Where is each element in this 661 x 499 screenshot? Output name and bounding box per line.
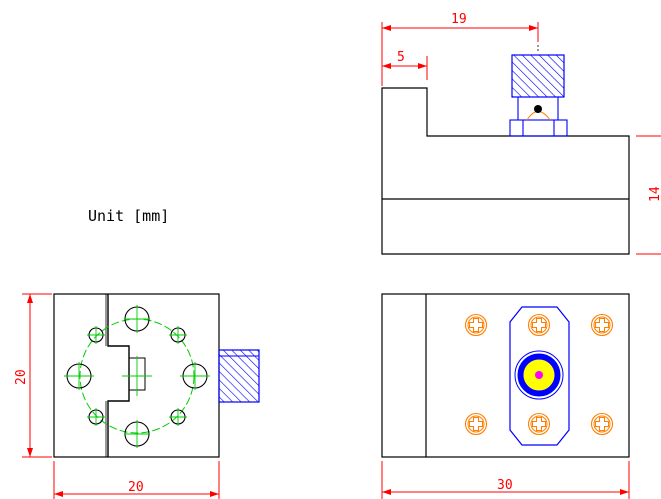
dimension-label-5: 5 xyxy=(397,50,405,65)
dimension-label-14: 14 xyxy=(648,186,661,202)
dimension-top-step: 5 xyxy=(382,50,428,80)
dimension-label-20-vertical: 20 xyxy=(14,369,29,385)
connector-pin xyxy=(514,350,564,400)
side-connector xyxy=(509,45,568,137)
dimension-top-width: 19 xyxy=(381,12,539,86)
front-connector xyxy=(218,349,260,403)
unit-note: Unit [mm] xyxy=(88,207,169,225)
dimension-front-width: 20 xyxy=(53,461,220,499)
top-view: 30 xyxy=(381,293,630,499)
dimension-side-height: 14 xyxy=(636,135,661,255)
dimension-bottom-width: 30 xyxy=(381,461,630,499)
side-view: 19 5 14 xyxy=(381,12,661,255)
dimension-label-19: 19 xyxy=(451,12,467,27)
dimension-front-height: 20 xyxy=(14,293,52,458)
dimension-label-20-horizontal: 20 xyxy=(128,480,144,495)
dimension-label-30: 30 xyxy=(497,478,513,493)
front-view: 20 20 xyxy=(14,293,260,499)
